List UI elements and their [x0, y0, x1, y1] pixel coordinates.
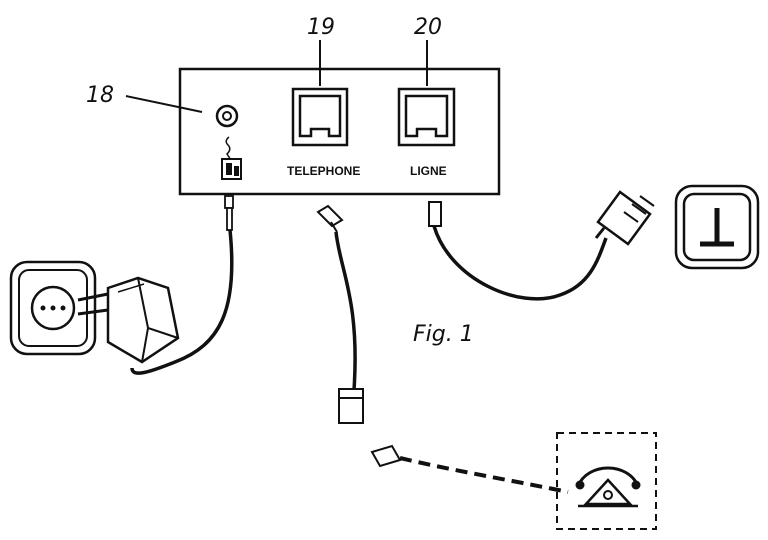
telephone-port — [291, 87, 349, 147]
extension-cable — [370, 444, 569, 494]
callout-19-label: 19 — [307, 15, 335, 40]
telephone-cable — [316, 204, 364, 424]
telephone-wall-socket-icon — [674, 184, 760, 270]
wall-socket-icon — [9, 260, 97, 356]
callout-18-label: 18 — [86, 83, 114, 108]
figure-caption: Fig. 1 — [413, 322, 474, 347]
dc-jack-icon — [215, 104, 239, 128]
power-cable — [130, 195, 234, 375]
power-adapter-icon — [77, 276, 180, 364]
callout-20-label: 20 — [414, 15, 442, 40]
telephone-handset-icon — [556, 432, 657, 530]
callout-18-leader — [125, 95, 203, 113]
power-adapter-symbol-icon — [221, 136, 242, 180]
line-port-label: LIGNE — [410, 164, 447, 178]
line-cable — [428, 190, 655, 301]
line-port — [397, 87, 456, 147]
telephone-port-label: TELEPHONE — [287, 164, 360, 178]
